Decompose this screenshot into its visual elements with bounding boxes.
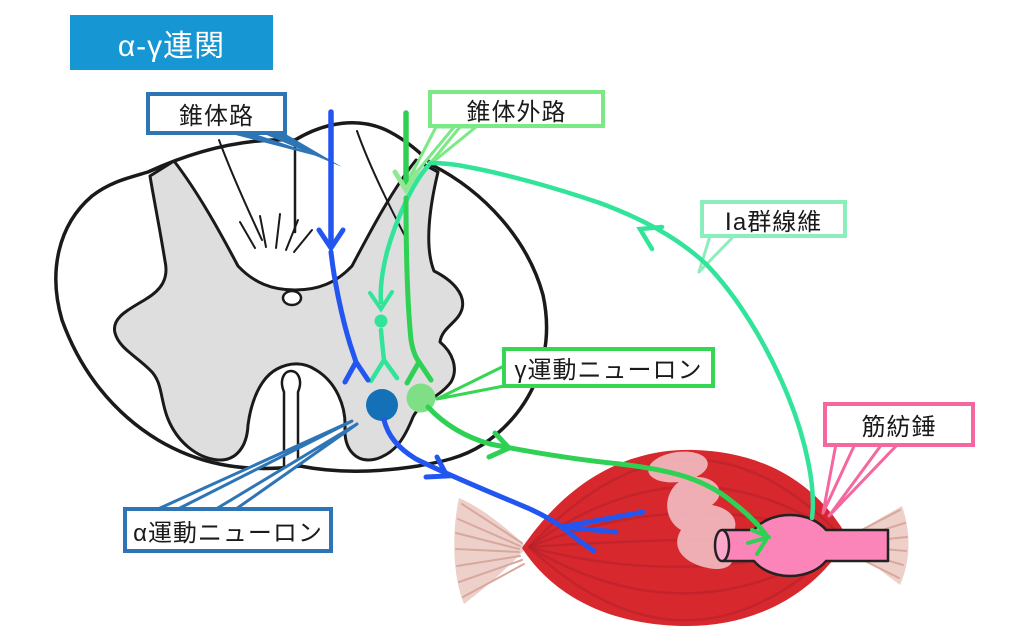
- label-muscle-spindle-text: 筋紡錘: [861, 414, 937, 441]
- ia-synapse-fork: [368, 355, 400, 384]
- ia-arc: [427, 160, 816, 521]
- gamma-axon-arrowhead: [486, 430, 514, 460]
- pyramidal-arrowhead: [316, 227, 346, 253]
- callout-tails: [156, 125, 900, 518]
- label-ia-group-fiber: Ⅰa群線維: [700, 200, 847, 238]
- label-ia-group-fiber-text: Ⅰa群線維: [724, 208, 823, 236]
- gamma-axon: [425, 404, 769, 538]
- alpha-motor-neuron: [366, 389, 646, 554]
- pyramidal-label-tail: [228, 133, 342, 167]
- gamma-motor-neuron: [406, 383, 771, 556]
- label-pyramidal-tract: 錐体路: [146, 92, 287, 135]
- left-tendon: [454, 498, 527, 604]
- alpha-terminal-branches: [559, 509, 646, 554]
- label-extrapyramidal-tract-text: 錐体外路: [466, 98, 567, 126]
- alpha-soma: [366, 389, 398, 421]
- extrapyramidal-synapse-fork: [404, 357, 434, 386]
- label-gamma-motor-neuron: γ運動ニューロン: [502, 347, 715, 388]
- label-pyramidal-tract-text: 錐体路: [179, 103, 254, 130]
- extrapyramidal-tract-path: [392, 110, 434, 386]
- ia-arrowhead: [636, 224, 665, 252]
- ia-down-arrowhead: [368, 290, 394, 313]
- alpha-axon-arrowhead: [423, 454, 452, 480]
- spinal-cord-cross-section: [54, 121, 549, 474]
- ia-relay-dot: [374, 314, 388, 328]
- pyramidal-synapse-fork: [342, 357, 371, 385]
- gray-matter: [113, 158, 465, 462]
- extrapyramidal-arrowhead: [392, 169, 420, 195]
- page-title: α-γ連関: [70, 15, 273, 70]
- ia-afferent-fiber: [368, 160, 816, 521]
- alpha-axon: [381, 417, 565, 530]
- label-muscle-spindle: 筋紡錘: [823, 402, 975, 447]
- label-alpha-motor-neuron: α運動ニューロン: [123, 507, 333, 553]
- central-canal: [281, 289, 303, 307]
- ia-intraspinal: [378, 163, 431, 305]
- title-text: α-γ連関: [117, 29, 226, 63]
- label-alpha-motor-neuron-text: α運動ニューロン: [133, 519, 323, 547]
- gamma-terminal-fork: [746, 528, 771, 556]
- anterior-median-fissure: [280, 369, 302, 466]
- dorsal-column-lines: [218, 130, 407, 253]
- ia-label-tail: [697, 234, 736, 274]
- label-gamma-motor-neuron-text: γ運動ニューロン: [514, 357, 703, 384]
- spindle-label-tail: [821, 442, 900, 518]
- label-extrapyramidal-tract: 錐体外路: [428, 90, 605, 128]
- pyramidal-tract-path: [316, 109, 371, 385]
